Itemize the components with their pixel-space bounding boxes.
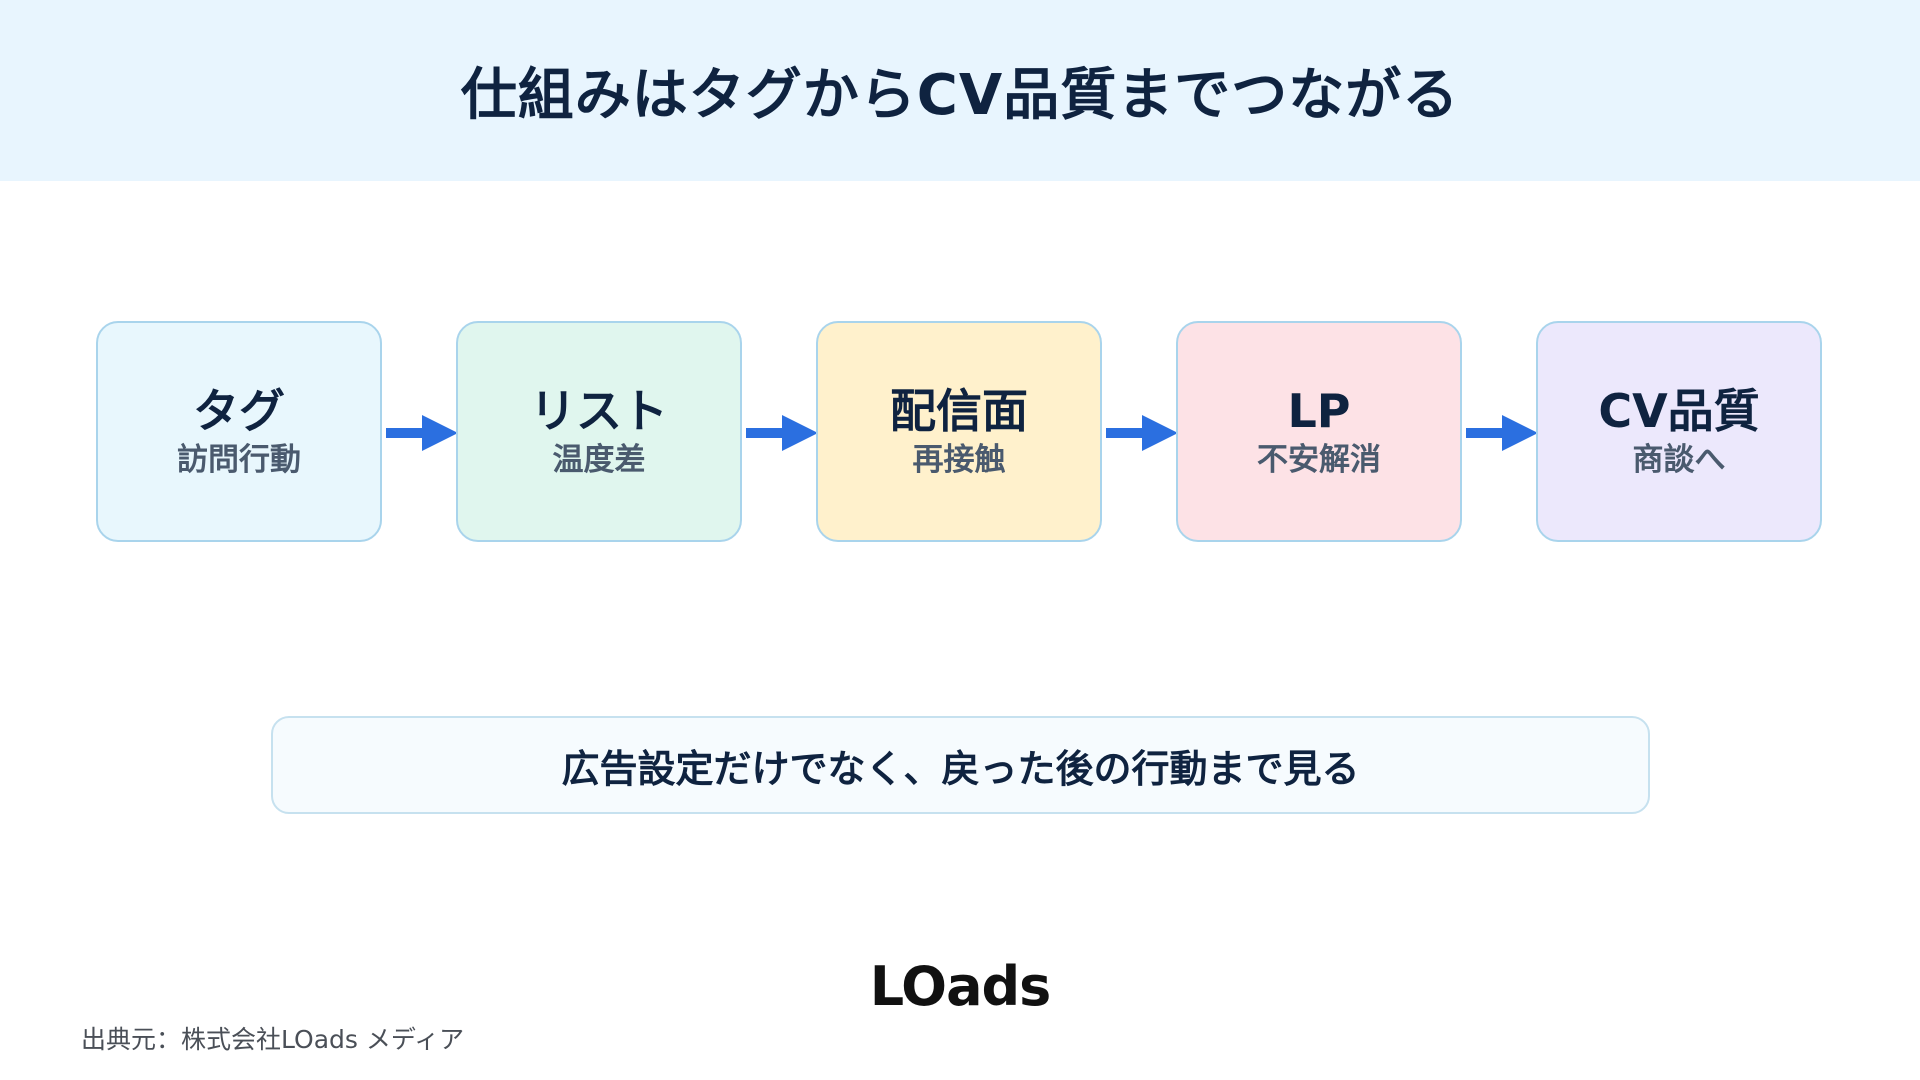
page-title: 仕組みはタグからCV品質までつながる [460,63,1460,128]
source-credit: 出典元：株式会社LOads メディア [81,1025,465,1054]
flow-step-tag: タグ 訪問行動 [96,321,382,542]
arrow-right-icon [1466,415,1538,451]
flow-step-cv-quality: CV品質 商談へ [1536,321,1822,542]
step-title: CV品質 [1598,384,1760,439]
flow-step-placement: 配信面 再接触 [816,321,1102,542]
step-title: 配信面 [890,384,1028,439]
step-title: LP [1287,384,1351,439]
flow-step-list: リスト 温度差 [456,321,742,542]
key-message-box: 広告設定だけでなく、戻った後の行動まで見る [271,716,1650,814]
arrow-right-icon [386,415,458,451]
step-subtitle: 訪問行動 [177,441,301,478]
brand-logo: LOads [869,955,1052,1018]
key-message: 広告設定だけでなく、戻った後の行動まで見る [561,746,1360,791]
arrow-right-icon [1106,415,1178,451]
flow-step-lp: LP 不安解消 [1176,321,1462,542]
step-subtitle: 商談へ [1632,441,1726,478]
flow-diagram: タグ 訪問行動 リスト 温度差 配信面 再接触 LP 不安解消 [96,321,1826,545]
arrow-right-icon [746,415,818,451]
step-title: タグ [193,384,285,439]
step-subtitle: 不安解消 [1257,441,1381,478]
header-band: 仕組みはタグからCV品質までつながる [0,0,1920,181]
step-title: リスト [530,384,668,439]
step-subtitle: 温度差 [552,441,646,478]
step-subtitle: 再接触 [912,441,1006,478]
